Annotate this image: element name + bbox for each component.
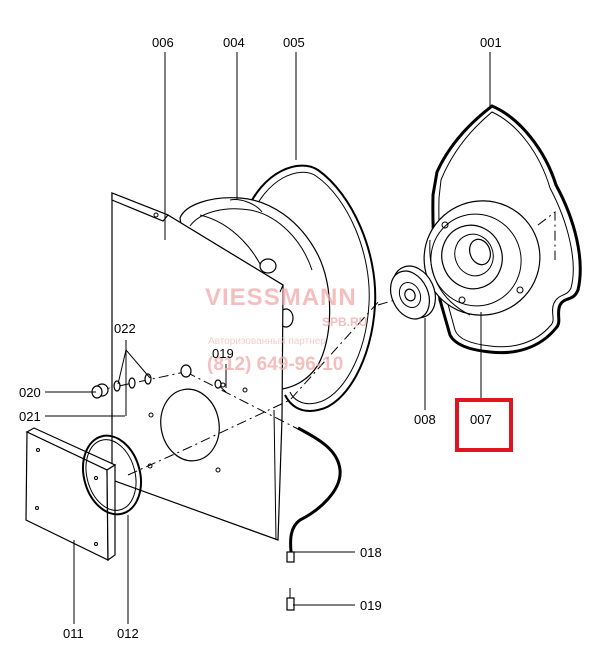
- watermark-brand: VIESSMANN: [205, 284, 357, 311]
- watermark-sub: SPB.RU: [322, 315, 367, 329]
- axis-line-main: [127, 299, 381, 476]
- flange-007: [423, 200, 541, 316]
- label-008: 008: [414, 412, 436, 427]
- highlight-box-007: [455, 398, 513, 452]
- label-018: 018: [360, 545, 382, 560]
- cover-plate-011: [25, 427, 117, 562]
- label-021: 021: [19, 409, 41, 424]
- label-012: 012: [117, 626, 139, 641]
- screw-019-bottom: [286, 588, 295, 611]
- label-005: 005: [283, 35, 305, 50]
- label-022: 022: [114, 321, 136, 336]
- gasket-005: [244, 164, 377, 412]
- seal-disc-008: [389, 265, 437, 320]
- watermark-line1: Авторизованный партнер: [208, 336, 326, 347]
- screw-019-top: [214, 379, 227, 393]
- label-001: 001: [480, 35, 502, 50]
- label-004: 004: [223, 35, 245, 50]
- oring-012: [82, 434, 142, 516]
- gasket-ring-001: [431, 104, 582, 355]
- axis-line-008: [377, 299, 396, 306]
- watermark-phone: (812) 649-96-10: [207, 354, 343, 375]
- label-019-top: 019: [212, 346, 234, 361]
- label-007: 007: [470, 412, 492, 427]
- watermark: VIESSMANN SPB.RU Авторизованный партнер …: [205, 284, 367, 375]
- axis-line-007: [537, 210, 556, 260]
- label-011: 011: [63, 626, 84, 641]
- cable-018: [286, 426, 342, 563]
- label-020: 020: [19, 385, 41, 400]
- label-019-bottom: 019: [360, 598, 382, 613]
- label-006: 006: [152, 35, 174, 50]
- leader-lines: [45, 52, 491, 624]
- axis-line-screws: [185, 371, 301, 431]
